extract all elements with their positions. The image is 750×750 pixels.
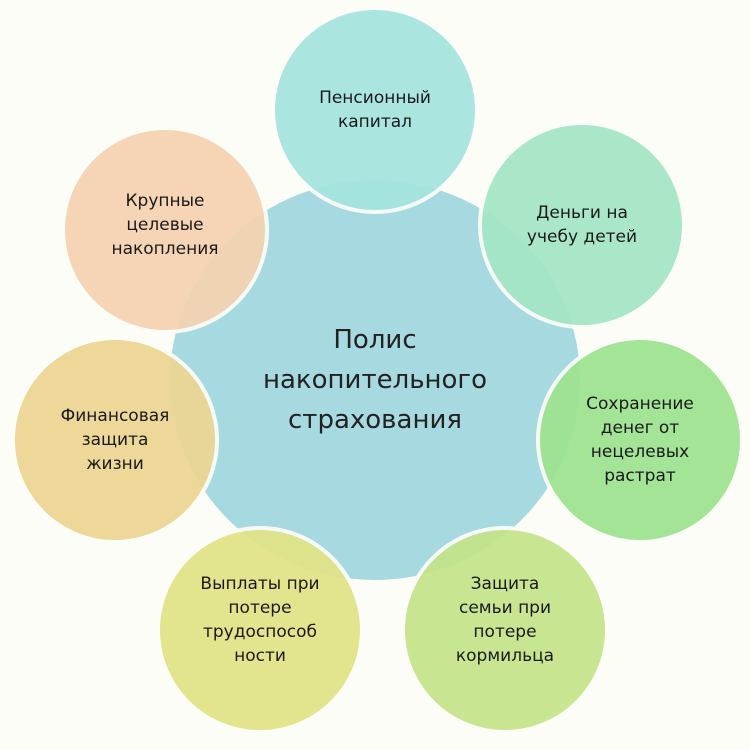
node-disability-payments (160, 530, 360, 730)
node-pension-capital (275, 10, 475, 210)
label-life-protection: Финансовая защита жизни (60, 406, 170, 474)
node-save-money (540, 340, 740, 540)
node-family-protection (405, 530, 605, 730)
center-title: Полис накопительного страхования (263, 325, 487, 435)
node-children-education (482, 125, 682, 325)
node-life-protection (15, 340, 215, 540)
label-disability-payments: Выплаты при потере трудоспособ ности (200, 574, 320, 666)
label-children-education: Деньги на учебу детей (526, 203, 638, 247)
label-pension-capital: Пенсионный капитал (319, 88, 431, 132)
node-large-savings (65, 130, 265, 330)
label-save-money: Сохранение денег от нецелевых растрат (586, 394, 694, 486)
label-large-savings: Крупные целевые накопления (111, 191, 219, 259)
label-family-protection: Защита семьи при потере кормильца (455, 574, 555, 666)
